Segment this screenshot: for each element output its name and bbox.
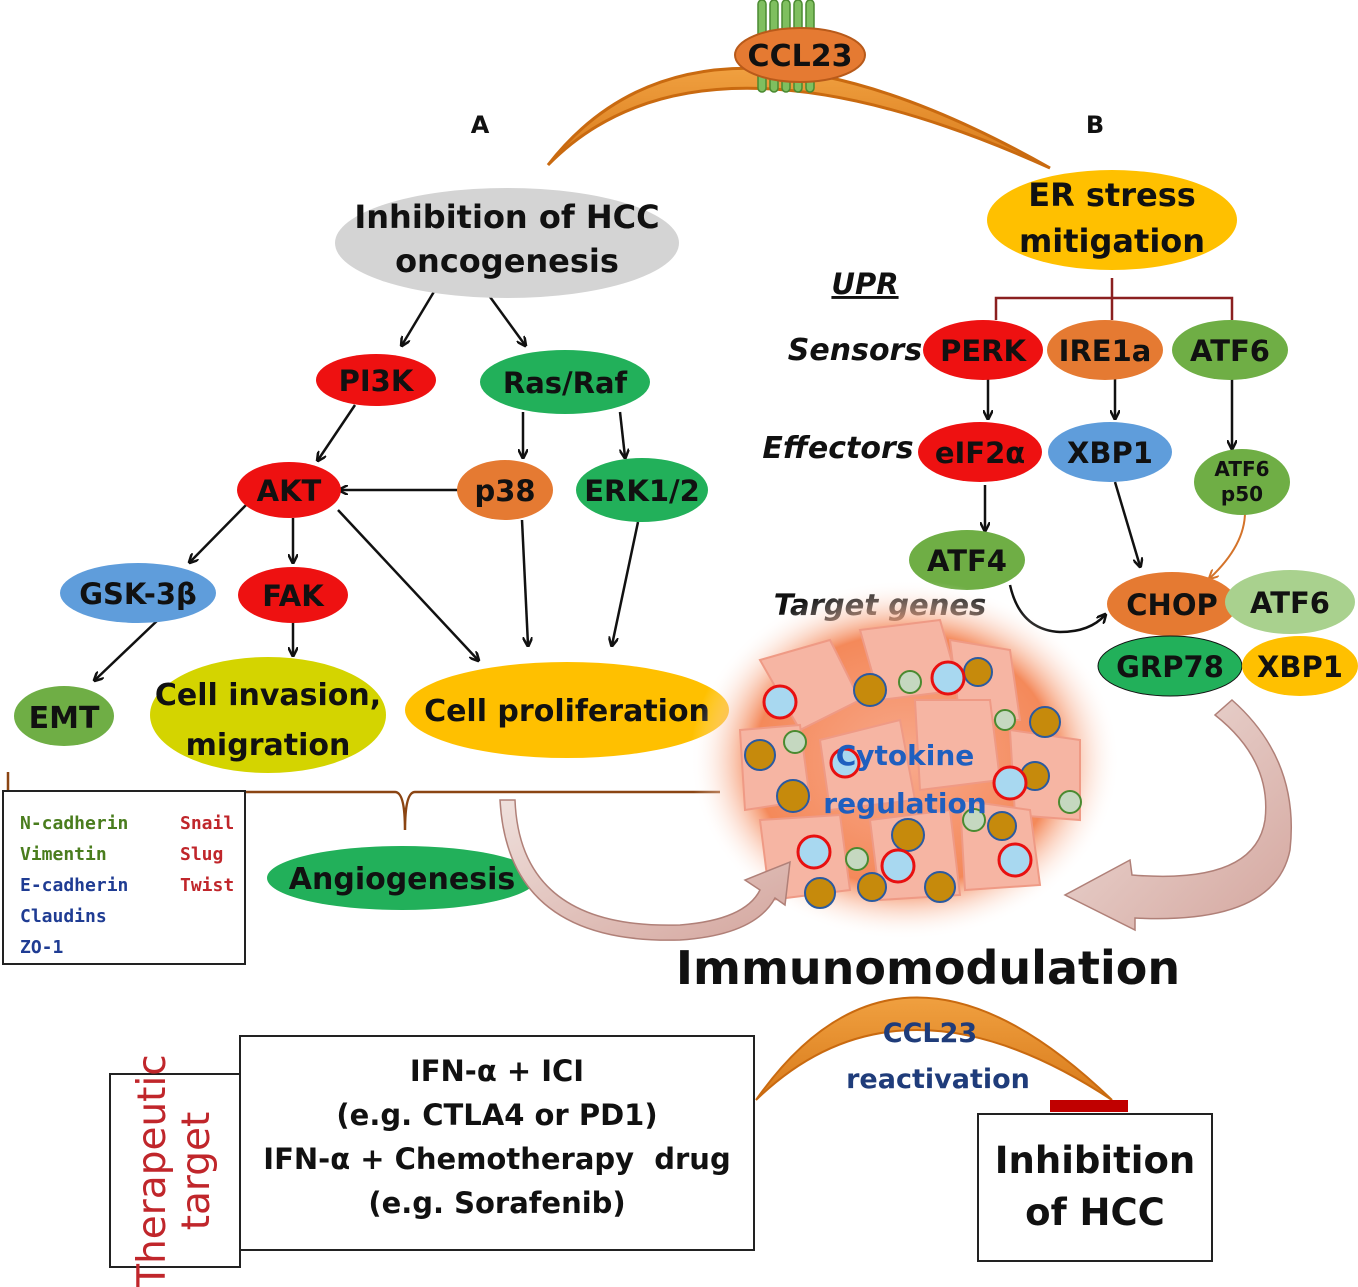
p38-label: p38 (474, 474, 535, 508)
ire1a-label: IRE1a (1059, 334, 1152, 368)
reactivation-line-1: CCL23 (883, 1018, 977, 1049)
legend-twist: Twist (180, 875, 235, 896)
hub-b-line-2: mitigation (1019, 222, 1205, 260)
immunomodulation-label: Immunomodulation (676, 941, 1180, 995)
inhibition-of-hcc-box: Inhibition of HCC (977, 1113, 1213, 1262)
invasion-line-2: migration (186, 728, 351, 763)
gsk-label: GSK-3β (79, 577, 197, 611)
eif2a-label: eIF2α (935, 436, 1025, 470)
hub-a-line-1: Inhibition of HCC (354, 198, 659, 236)
hub-b-node (987, 170, 1237, 270)
legend-zo-1: ZO-1 (20, 937, 64, 958)
rasraf-node (480, 350, 650, 414)
emt-node (14, 686, 114, 746)
legend-slug: Slug (180, 844, 224, 865)
atf6-target-node (1225, 570, 1355, 634)
therapy-line-4: (e.g. Sorafenib) (368, 1186, 626, 1220)
akt-label: AKT (257, 474, 322, 508)
effectors-label: Effectors (762, 431, 913, 466)
atf4-label: ATF4 (927, 544, 1007, 578)
sensors-label: Sensors (788, 333, 922, 368)
atf6-sensor-node (1172, 320, 1288, 380)
perk-label: PERK (940, 334, 1027, 368)
panel-a-letter: A (471, 111, 490, 139)
ccl23-node (734, 27, 866, 83)
invasion-node (150, 657, 386, 773)
atf6p50-node (1194, 449, 1290, 515)
erk-node (576, 458, 708, 522)
legend-right-column: Snail Slug Twist (180, 808, 234, 901)
ccl23-top-arc (546, 66, 1051, 170)
therapeutic-target-line-1: Therapeutic (130, 1053, 175, 1287)
therapy-line-3: IFN-α + Chemotherapy drug (263, 1142, 731, 1176)
xbp1-label: XBP1 (1067, 436, 1153, 470)
inhibition-bar (1050, 1100, 1128, 1112)
legend-snail: Snail (180, 813, 235, 834)
hub-a-node (335, 188, 679, 298)
fak-label: FAK (262, 579, 325, 613)
legend-vimentin: Vimentin (20, 844, 107, 865)
angiogenesis-node (267, 846, 537, 910)
erk-label: ERK1/2 (584, 474, 700, 508)
chop-label: CHOP (1126, 588, 1217, 622)
reactivation-line-2: reactivation (846, 1064, 1030, 1095)
fak-node (238, 567, 348, 623)
invasion-line-1: Cell invasion, (155, 678, 381, 713)
pi3k-node (316, 354, 436, 406)
therapy-line-1: IFN-α + ICI (409, 1054, 585, 1088)
therapeutic-target-label: Therapeutic target (130, 1053, 219, 1287)
hub-b-line-1: ER stress (1028, 176, 1196, 214)
therapy-line-2: (e.g. CTLA4 or PD1) (336, 1098, 658, 1132)
panel-a-arrows (95, 289, 640, 680)
akt-node (237, 462, 341, 518)
panel-b-arrows (985, 378, 1232, 634)
atf6p50-to-chop-arrow (1210, 511, 1246, 578)
pi3k-label: PI3K (339, 364, 415, 398)
outcome-line-2: of HCC (1025, 1191, 1165, 1234)
legend-n-cadherin: N-cadherin (20, 813, 129, 834)
therapeutic-target-line-2: target (174, 1111, 219, 1230)
cytokine-line-1: Cytokine (836, 739, 975, 772)
cytokine-line-2: regulation (823, 787, 986, 820)
panel-b-letter: B (1086, 111, 1104, 139)
p38-node (457, 460, 553, 520)
cytokine-cluster: Cytokine regulation (690, 580, 1120, 940)
proliferation-label: Cell proliferation (424, 694, 710, 729)
atf6-sensor-label: ATF6 (1190, 334, 1270, 368)
eif2a-node (918, 422, 1042, 482)
therapeutic-target-box: Therapeutic target (109, 1054, 241, 1287)
emt-label: EMT (29, 701, 100, 736)
atf6p50-line-1: ATF6 (1214, 457, 1269, 481)
gsk-node (60, 563, 216, 623)
curved-arrow-left (499, 799, 791, 941)
curved-arrow-right (1063, 698, 1293, 932)
hub-a-line-2: oncogenesis (395, 242, 619, 280)
legend-left-column: N-cadherin Vimentin E-cadherin Claudins … (20, 808, 128, 963)
rasraf-label: Ras/Raf (503, 366, 628, 400)
panel-a-brace (6, 772, 720, 831)
therapy-box: IFN-α + ICI (e.g. CTLA4 or PD1) IFN-α + … (239, 1035, 755, 1251)
atf6p50-line-2: p50 (1221, 482, 1263, 506)
xbp1-target-label: XBP1 (1257, 650, 1343, 684)
upr-label: UPR (831, 267, 898, 301)
proliferation-node (405, 662, 729, 758)
reactivation-arc (755, 996, 1113, 1101)
legend-claudins: Claudins (20, 906, 107, 927)
atf6-target-label: ATF6 (1250, 586, 1330, 620)
xbp1-node (1048, 422, 1172, 482)
chop-node (1107, 572, 1237, 636)
legend-e-cadherin: E-cadherin (20, 875, 129, 896)
ire1a-node (1047, 320, 1163, 380)
ccl23-label: CCL23 (748, 39, 853, 74)
xbp1-target-node (1242, 636, 1358, 696)
upr-bracket (994, 278, 1234, 320)
outcome-line-1: Inhibition (994, 1139, 1196, 1182)
atf4-node (909, 530, 1025, 590)
angiogenesis-label: Angiogenesis (289, 862, 515, 897)
grp78-label: GRP78 (1116, 650, 1224, 684)
perk-node (923, 320, 1043, 380)
emt-markers-legend: N-cadherin Vimentin E-cadherin Claudins … (2, 790, 246, 965)
